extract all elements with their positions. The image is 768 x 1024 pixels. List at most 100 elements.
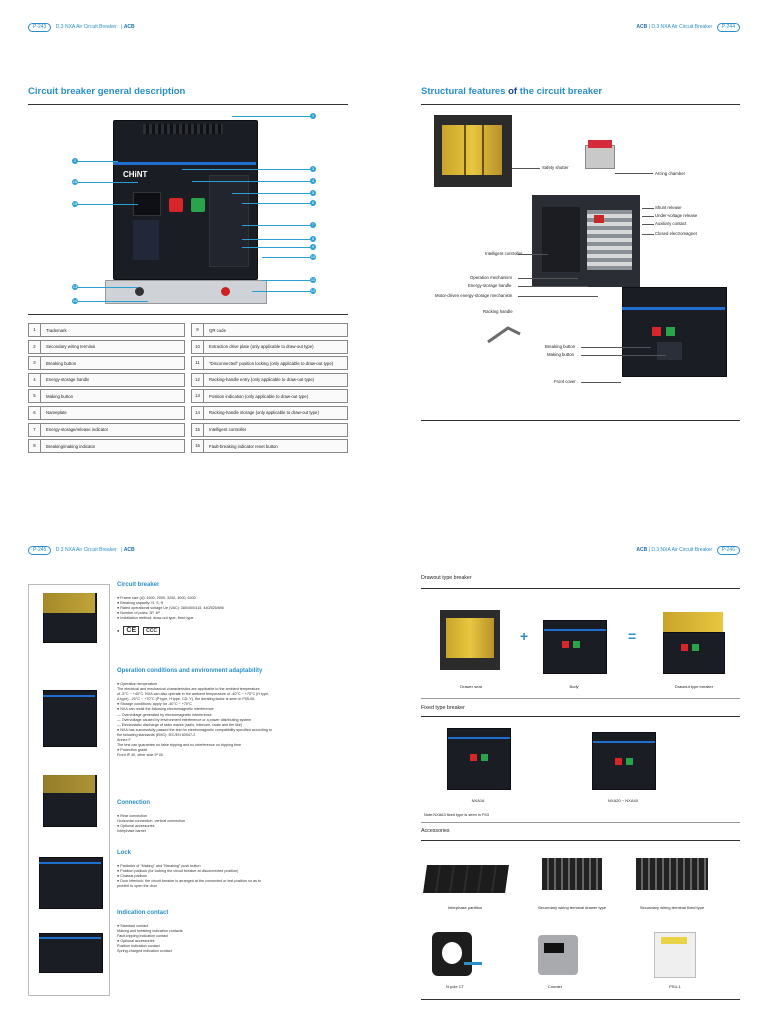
- body-line: Annex F: [117, 738, 131, 743]
- body-line: ● Optional accessories: [117, 939, 155, 944]
- caption: Body: [569, 684, 579, 689]
- label-undervoltage-release: Under-voltage release: [655, 213, 698, 218]
- legend-text: Position indication (only applicable to …: [209, 393, 309, 399]
- legend-number: 15: [192, 423, 204, 436]
- header-title: D.3 NXA Air Circuit Breaker: [651, 24, 713, 30]
- label-closed-electromagnet: Closed electromagnet: [655, 231, 697, 236]
- divider: [28, 104, 348, 105]
- legend-number: 1: [29, 324, 41, 336]
- drawout-title: Drawout type breaker: [421, 575, 472, 581]
- breaker-front-image: CHiNT: [105, 120, 267, 305]
- label-shunt-release: Shunt release: [655, 205, 682, 210]
- legend-text: Extraction drive plate (only applicable …: [209, 344, 314, 350]
- body-line: ● Frame size (A): 1600, 2000, 3200, 4000…: [117, 596, 196, 600]
- label-auxiliary-contact: Auxiliary contact: [655, 221, 687, 226]
- legend-number: 10: [192, 340, 204, 353]
- legend-item: 10 Extraction drive plate (only applicabl…: [191, 339, 348, 354]
- body-line: the following standards (EMC): IEC/EN 60…: [117, 732, 196, 737]
- label-breaking-button: Breaking button: [545, 344, 576, 349]
- callout-line: [252, 291, 310, 292]
- callout-marker: 10: [310, 254, 316, 260]
- legend-number: 8: [29, 440, 41, 453]
- section-heading: Operation conditions and environment ada…: [117, 668, 263, 674]
- label-operation-mechanism: Operation mechanism: [470, 275, 513, 280]
- body-line: prohibit to open the door: [117, 884, 157, 889]
- body-line: ● Installation method: draw-out type, fi…: [117, 616, 194, 621]
- callout-marker: 8: [310, 236, 316, 242]
- interphase-partition-image: [423, 865, 509, 893]
- divider: [421, 420, 740, 421]
- divider: [421, 588, 740, 589]
- page-number: P-245: [28, 546, 52, 555]
- callout-marker: 7: [310, 222, 316, 228]
- equals-sign: =: [628, 628, 637, 644]
- section-env: Operation conditions and environment ada…: [117, 668, 347, 758]
- legend-number: 12: [192, 373, 204, 386]
- body-line: ● Protection grade: [117, 748, 148, 753]
- section-title: Circuit breaker general description: [28, 86, 186, 97]
- caption: Drawer seat: [460, 684, 482, 689]
- legend-text: Energy-storage handle: [46, 377, 90, 383]
- n-pole-ct-image: [432, 932, 482, 976]
- body-line: ● Chassis padlock: [117, 874, 148, 879]
- callout-marker: 9: [310, 244, 316, 250]
- body-line: ● Rear connection: [117, 814, 148, 818]
- racking-handle-image: [487, 326, 521, 344]
- body-line: A type), -20°C ~ +70°C (P type, H type, …: [117, 697, 256, 702]
- arcing-chamber-image: [585, 140, 615, 169]
- body-line: Front IP 40, other side IP 00: [117, 753, 163, 758]
- section-body: ● Rear connection Horizontal connection,…: [117, 814, 347, 834]
- callout-line: [192, 181, 310, 182]
- header-brand: ACB: [123, 547, 135, 553]
- caption: Drawout type breaker: [674, 684, 714, 689]
- section-indication: Indication contact ● Standard contact Ma…: [117, 910, 347, 955]
- ce-mark: CE: [123, 626, 140, 636]
- section-connection: Connection ● Rear connection Horizontal …: [117, 800, 347, 834]
- fixed-title: Fixed type breaker: [421, 705, 465, 711]
- callout-marker: 2: [72, 158, 78, 164]
- body-line: ● NXA has successfully passed the test f…: [117, 727, 272, 732]
- page-number: P-246: [716, 546, 740, 555]
- body-line: of -5°C ~ +40°C. NXA can also operate in…: [117, 692, 270, 697]
- terminal-drawer-image: [542, 858, 602, 890]
- body-line: — Overvoltage generated by electromagnet…: [117, 712, 212, 717]
- body-line: Fault-tripping indication contact: [117, 934, 169, 939]
- legend-text: Secondary wiring terminal: [46, 344, 96, 350]
- section-heading: Connection: [117, 800, 150, 806]
- body-line: ● Storage conditions: apply for -40°C ~ …: [117, 702, 193, 707]
- legend-number: 6: [29, 406, 41, 419]
- body-line: ● Door interlock: the circuit breaker is…: [117, 879, 262, 884]
- body-line: ● Number of poles: 3P, 4P: [117, 611, 160, 616]
- callout-line: [232, 116, 310, 117]
- callout-line: [262, 280, 310, 281]
- plus-sign: +: [520, 628, 529, 644]
- caption: Secondary wiring terminal drawer type: [537, 905, 607, 910]
- making-button: [191, 198, 205, 212]
- callout-marker: 3: [310, 166, 316, 172]
- caption: Secondary wiring terminal fixed type: [639, 905, 705, 910]
- mechanism-image: [532, 195, 642, 290]
- caption: N pole CT: [445, 984, 464, 989]
- legend-text: Energy-storage/release indicator: [46, 427, 109, 433]
- label-intelligent-controller: Intelligent controller: [485, 251, 523, 256]
- legend-number: 14: [192, 406, 204, 419]
- callout-marker: 1: [310, 113, 316, 119]
- legend-number: 11: [192, 357, 204, 370]
- legend-item: 11"Disconnected" position locking (only …: [191, 356, 348, 371]
- callout-marker: 16: [72, 179, 78, 185]
- legend-text: Intelligent controller: [209, 427, 247, 433]
- front-cover-image: [622, 287, 727, 377]
- body-line: ● Rated operational voltage Ue (VAC): 38…: [117, 606, 224, 611]
- fixed-breaker-image-a: [447, 728, 511, 790]
- caption: Counter: [547, 984, 563, 989]
- callout-marker: 15: [72, 201, 78, 207]
- fixed-breaker-image-b: [592, 732, 656, 790]
- body-line: Making and breaking indication contacts: [117, 929, 183, 934]
- legend-text: Breaking button: [46, 360, 77, 366]
